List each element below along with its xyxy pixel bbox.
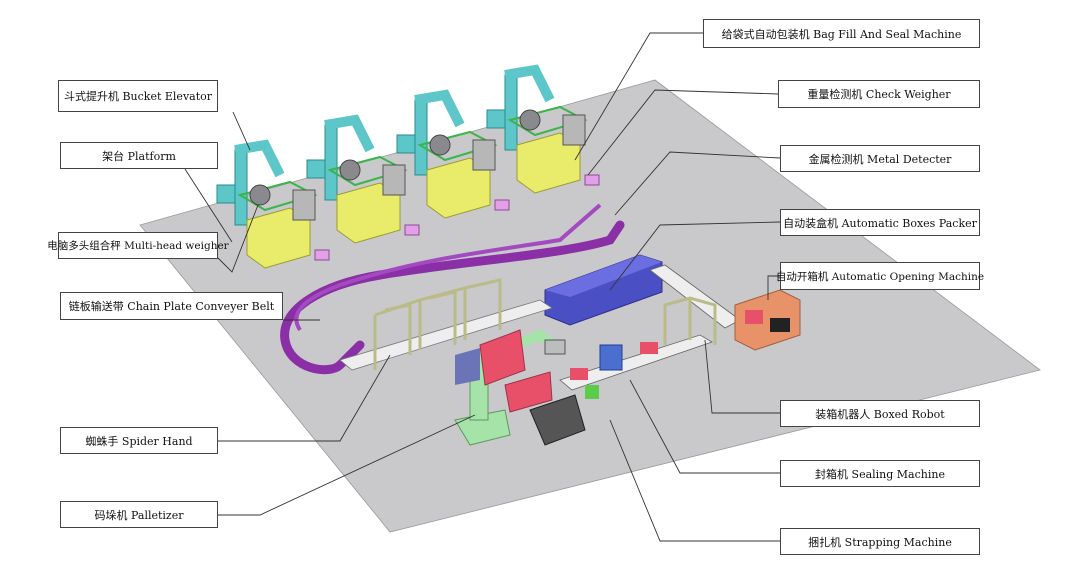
label-sealing-machine: 封箱机 Sealing Machine xyxy=(780,460,980,487)
label-metal-detector: 金属检测机 Metal Detecter xyxy=(780,145,980,172)
multihead-weigher xyxy=(339,159,361,181)
small-box xyxy=(570,368,588,380)
check-weigher xyxy=(314,249,330,261)
multihead-weigher xyxy=(519,109,541,131)
hopper xyxy=(396,134,416,154)
hopper xyxy=(306,159,326,179)
multihead-weigher xyxy=(249,184,271,206)
spider-hand-frames xyxy=(373,278,502,370)
hopper xyxy=(216,184,236,204)
label-strapping-machine: 捆扎机 Strapping Machine xyxy=(780,528,980,555)
filling-unit xyxy=(216,139,330,269)
weigher-base xyxy=(516,132,581,194)
bag-machine xyxy=(382,164,406,196)
label-spider-hand: 蜘蛛手 Spider Hand xyxy=(60,427,218,454)
bucket-elevator xyxy=(324,124,338,201)
label-boxed-robot: 装箱机器人 Boxed Robot xyxy=(780,400,980,427)
box-on-line xyxy=(640,342,658,354)
weigher-base xyxy=(426,157,491,219)
bag-machine xyxy=(472,139,496,171)
bucket-elevator-arm xyxy=(234,139,285,178)
boxed-robot-frame xyxy=(663,296,717,345)
pallet-stack xyxy=(479,329,526,386)
boxes-packer-top xyxy=(545,255,662,297)
bucket-elevator xyxy=(234,149,248,226)
filling-unit xyxy=(486,64,600,194)
label-boxes-packer: 自动装盒机 Automatic Boxes Packer xyxy=(780,209,980,236)
small-green-box xyxy=(585,385,599,399)
label-check-weigher: 重量检测机 Check Weigher xyxy=(778,80,980,108)
check-weigher xyxy=(494,199,510,211)
check-weigher xyxy=(584,174,600,186)
bucket-elevator-arm xyxy=(504,64,555,103)
opening-machine xyxy=(734,289,801,351)
pallet xyxy=(529,394,586,446)
label-platform: 架台 Platform xyxy=(60,142,218,169)
bag-machine xyxy=(562,114,586,146)
sealing-machine xyxy=(599,344,623,371)
weigher-base xyxy=(246,207,311,269)
label-multihead-weigher: 电脑多头组合秤 Multi-head weigher xyxy=(47,232,229,259)
multihead-weigher xyxy=(429,134,451,156)
bucket-elevator xyxy=(414,99,428,176)
bucket-elevator xyxy=(504,74,518,151)
label-bag-fill: 给袋式自动包装机 Bag Fill And Seal Machine xyxy=(703,19,980,48)
lift-table xyxy=(455,348,480,385)
bag-machine xyxy=(292,189,316,221)
leader-lines xyxy=(184,32,781,542)
label-opening-machine: 自动开箱机 Automatic Opening Machine xyxy=(776,262,984,290)
weigher-base xyxy=(336,182,401,244)
filling-unit xyxy=(306,114,420,244)
bucket-elevator-arm xyxy=(414,89,465,128)
filling-unit xyxy=(396,89,510,219)
hopper xyxy=(486,109,506,129)
check-weigher xyxy=(404,224,420,236)
filling-units xyxy=(216,64,600,269)
chain-conveyor-upper xyxy=(294,203,602,332)
label-palletizer: 码垛机 Palletizer xyxy=(60,501,218,528)
bucket-elevator-arm xyxy=(324,114,375,153)
label-chain-conveyor: 链板输送带 Chain Plate Conveyer Belt xyxy=(60,292,283,320)
label-bucket-elevator: 斗式提升机 Bucket Elevator xyxy=(58,80,218,112)
pallet-stack-2 xyxy=(504,371,553,413)
